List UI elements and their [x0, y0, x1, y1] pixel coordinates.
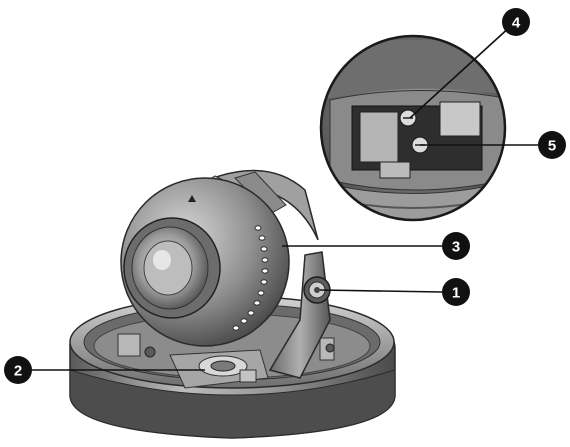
leader-line-4 — [409, 24, 513, 119]
camera-ball — [120, 177, 290, 347]
camera-lens — [123, 217, 221, 319]
leader-lines — [28, 24, 540, 371]
callout-marker-5: 5 — [538, 131, 566, 159]
callout-label-1: 1 — [452, 285, 460, 302]
callout-label-4: 4 — [512, 15, 521, 32]
callout-marker-3: 3 — [442, 232, 470, 260]
callout-label-5: 5 — [548, 138, 556, 155]
callout-marker-2: 2 — [4, 356, 32, 384]
callout-label-2: 2 — [14, 363, 22, 380]
inset-detail — [319, 34, 507, 222]
callout-marker-4: 4 — [502, 8, 530, 36]
leader-line-1 — [319, 289, 443, 293]
ir-led-ring — [232, 225, 269, 331]
callout-label-3: 3 — [452, 239, 460, 256]
tilt-lock-screw — [303, 276, 331, 304]
callout-marker-1: 1 — [442, 278, 470, 306]
